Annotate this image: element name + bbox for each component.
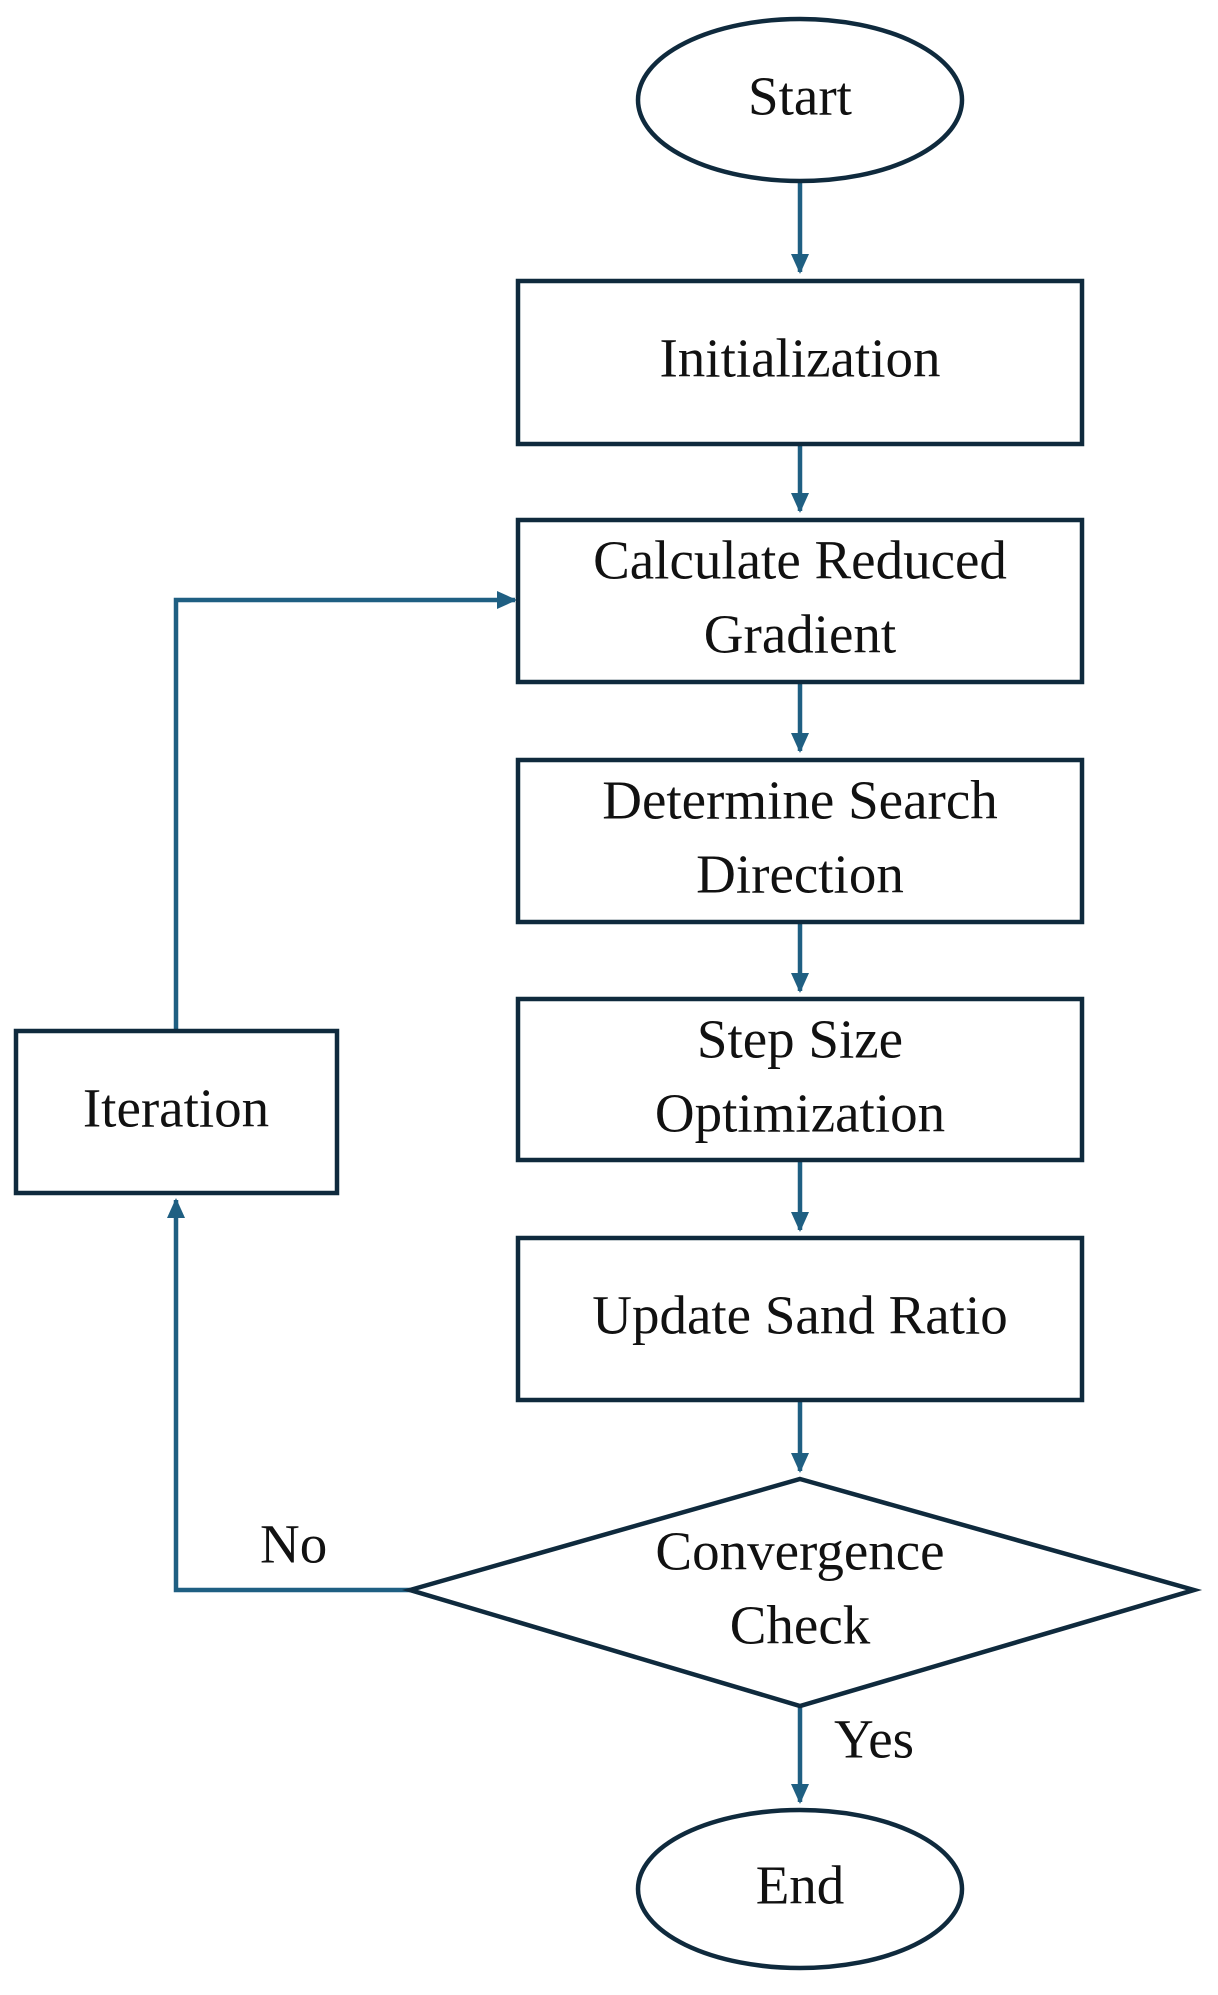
reduced-gradient-label-line1: Calculate Reduced [593, 530, 1007, 591]
iteration-node: Iteration [13, 1028, 340, 1196]
update-sand-ratio-label: Update Sand Ratio [592, 1285, 1007, 1346]
step-size-label-line1: Step Size [697, 1009, 903, 1070]
initialization-node: Initialization [515, 278, 1085, 447]
search-direction-label-line1: Determine Search [602, 770, 998, 831]
yes-branch-label: Yes [834, 1709, 914, 1770]
iteration-label: Iteration [83, 1078, 269, 1139]
reduced-gradient-label-line2: Gradient [704, 604, 896, 665]
search-direction-node: Determine Search Direction [515, 757, 1085, 925]
end-node: End [635, 1807, 965, 1971]
update-sand-ratio-node: Update Sand Ratio [515, 1235, 1085, 1403]
no-branch-label: No [260, 1514, 327, 1575]
reduced-gradient-node: Calculate Reduced Gradient [515, 517, 1085, 685]
step-size-label-line2: Optimization [655, 1083, 945, 1144]
convergence-check-node: Convergence Check [401, 1476, 1203, 1709]
arrow-iteration-to-reduced-gradient [173, 591, 517, 1031]
step-size-node: Step Size Optimization [515, 996, 1085, 1163]
connectors [167, 182, 809, 1804]
start-label: Start [748, 66, 852, 127]
arrow-no-to-iteration [167, 1198, 410, 1593]
search-direction-label-line2: Direction [696, 844, 904, 905]
end-label: End [756, 1855, 845, 1916]
start-node: Start [635, 16, 965, 184]
convergence-check-label-line2: Check [730, 1595, 871, 1656]
convergence-check-label-line1: Convergence [655, 1521, 944, 1582]
initialization-label: Initialization [659, 328, 940, 389]
